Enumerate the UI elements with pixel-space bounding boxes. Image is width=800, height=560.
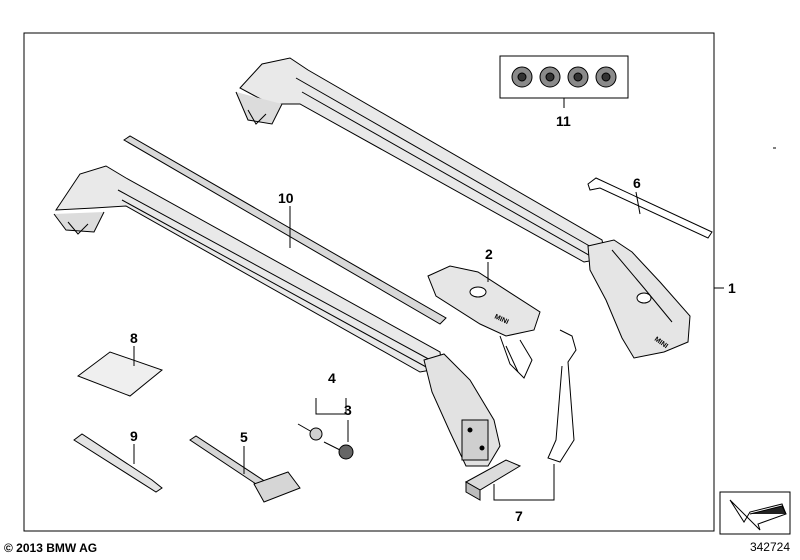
torque-key [189, 435, 301, 503]
callout-10: 10 [278, 190, 294, 206]
callout-7-leader [493, 464, 555, 501]
leader-lines [133, 191, 724, 474]
callout-7: 7 [515, 508, 523, 524]
callout-5: 5 [240, 429, 248, 445]
front-crossbar [53, 165, 501, 467]
navigate-arrow-icon[interactable] [719, 491, 791, 535]
tool-strap [73, 433, 163, 493]
nuts-group [499, 55, 629, 108]
document-number: 342724 [749, 540, 790, 554]
callout-8: 8 [130, 330, 138, 346]
callout-2: 2 [485, 246, 493, 262]
callout-6: 6 [633, 175, 641, 191]
diagram-frame [23, 32, 715, 532]
rubber-strip [123, 135, 447, 325]
copyright-text: © 2013 BMW AG [4, 541, 98, 555]
foot-pad [427, 265, 541, 379]
bolt-and-key [297, 398, 354, 460]
clamp-plate [464, 459, 522, 501]
callout-9: 9 [130, 428, 138, 444]
callout-4: 4 [328, 370, 336, 386]
callout-3: 3 [344, 402, 352, 418]
wire-clip [587, 177, 713, 239]
adhesive-pad [76, 351, 164, 397]
tension-wire [547, 329, 577, 463]
rear-crossbar [235, 57, 691, 359]
callout-1: 1 [728, 280, 736, 296]
callout-11: 11 [556, 113, 571, 129]
